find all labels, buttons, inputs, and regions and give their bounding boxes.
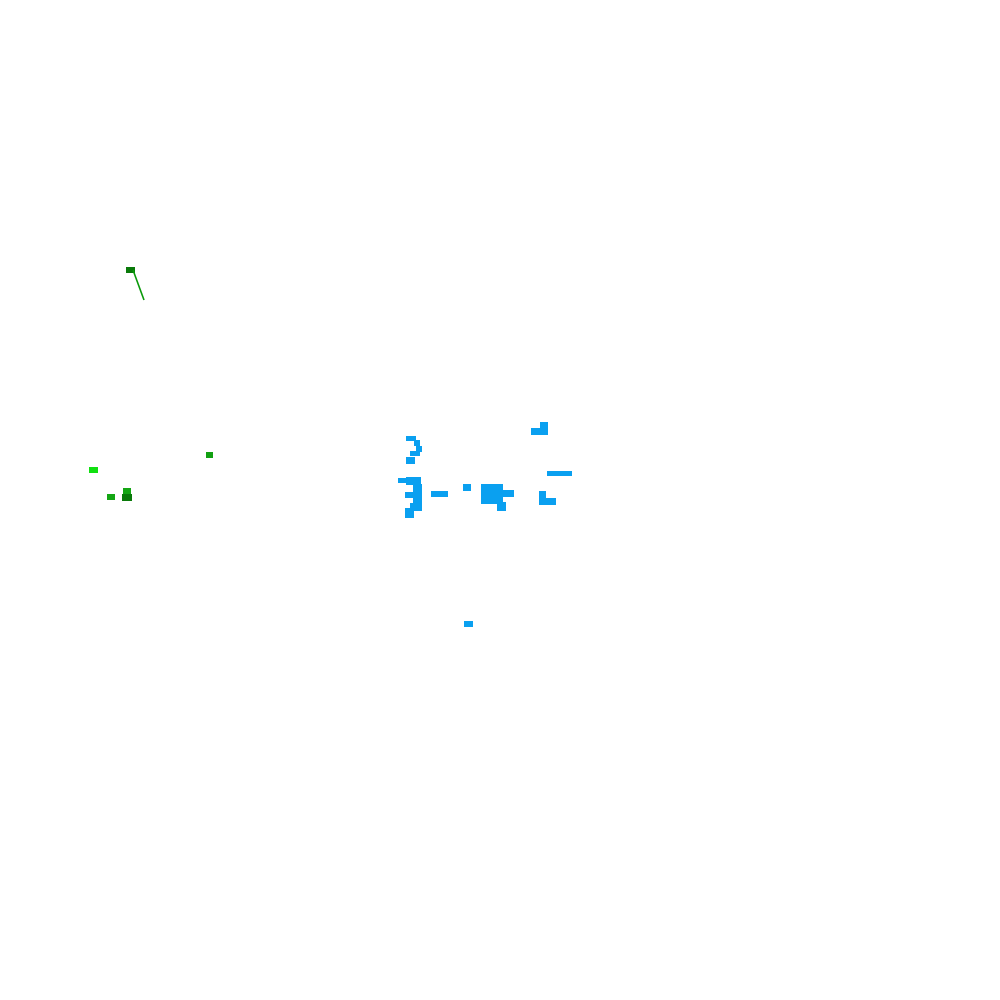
blue-tile <box>431 491 448 497</box>
green-unit[interactable] <box>122 488 132 501</box>
blue-tile <box>547 471 572 476</box>
blue-tile <box>463 484 471 491</box>
blue-tile <box>406 436 416 441</box>
green-unit[interactable] <box>126 267 135 273</box>
blue-tile <box>410 451 420 456</box>
blue-tile <box>398 478 408 483</box>
blue-territory-cluster[interactable] <box>398 422 572 518</box>
blue-team <box>398 422 572 627</box>
blue-tile <box>405 508 414 518</box>
blue-tile <box>500 490 514 497</box>
blue-tile <box>497 502 506 511</box>
blue-unit[interactable] <box>464 621 473 627</box>
green-trail <box>132 269 145 301</box>
blue-tile <box>539 498 556 505</box>
blue-tile <box>405 492 413 498</box>
green-team <box>89 267 213 501</box>
blue-tile <box>539 491 546 504</box>
green-unit-with-trail[interactable] <box>126 267 145 301</box>
green-unit[interactable] <box>107 494 115 500</box>
blue-tile <box>406 457 415 464</box>
blue-tile <box>531 428 548 435</box>
green-unit[interactable] <box>89 467 98 473</box>
blue-tile <box>413 484 422 504</box>
green-unit[interactable] <box>206 452 213 458</box>
blue-tile <box>410 503 422 511</box>
blue-tile <box>414 440 420 446</box>
blue-tile <box>416 446 422 452</box>
blue-tile <box>406 477 421 485</box>
blue-tile <box>540 422 548 430</box>
blue-tile <box>481 484 503 504</box>
